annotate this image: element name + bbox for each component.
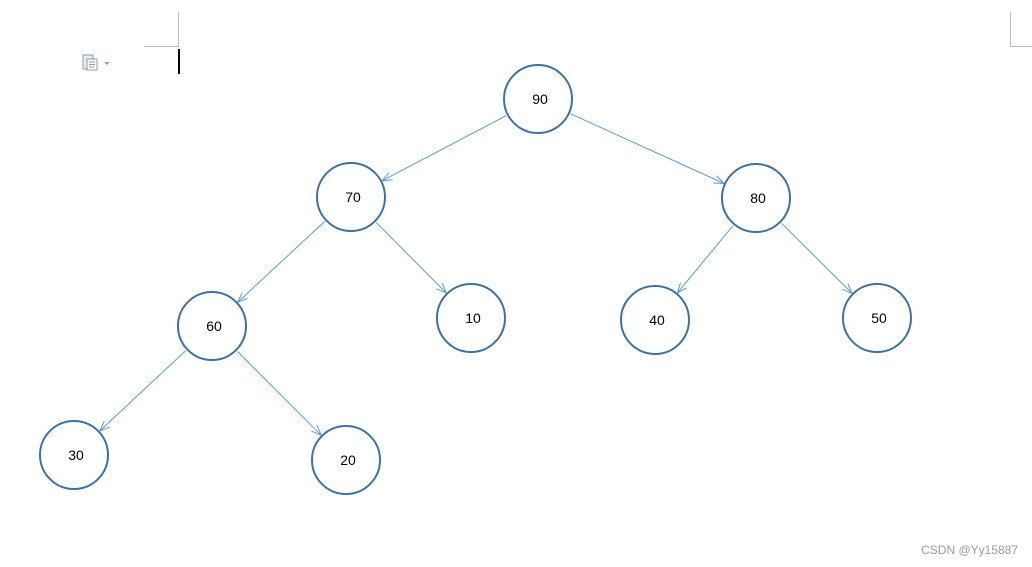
tree-edge-n80-n50: [781, 222, 853, 293]
page-corner-mark-right: [1010, 12, 1032, 47]
tree-edge-n70-n60: [238, 221, 325, 303]
paste-options-button[interactable]: [82, 52, 116, 72]
watermark: CSDN @Yy15887: [921, 543, 1018, 557]
tree-node-label: 90: [532, 91, 548, 107]
text-cursor: [178, 49, 180, 74]
tree-node-label: 70: [345, 189, 361, 205]
tree-node-circle: [436, 283, 506, 353]
caret-down-icon: [104, 61, 110, 65]
tree-node-40: 40: [620, 285, 690, 355]
tree-node-label: 80: [750, 190, 766, 206]
tree-edges: [100, 113, 853, 436]
tree-edge-n90-n80: [570, 113, 724, 184]
tree-node-label: 20: [340, 452, 356, 468]
tree-edge-n90-n70: [382, 115, 507, 181]
tree-node-circle: [842, 283, 912, 353]
tree-node-label: 10: [465, 310, 481, 326]
tree-node-circle: [177, 291, 247, 361]
tree-edge-n70-n10: [375, 222, 446, 294]
tree-node-50: 50: [842, 283, 912, 353]
tree-node-circle: [503, 64, 573, 134]
tree-node-70: 70: [316, 162, 386, 232]
tree-node-label: 40: [649, 312, 665, 328]
tree-nodes: 90 70 80 60 10 40 50 30 20: [39, 64, 912, 495]
tree-node-circle: [311, 425, 381, 495]
tree-node-10: 10: [436, 283, 506, 353]
tree-node-label: 60: [206, 318, 222, 334]
tree-edge-n60-n20: [237, 351, 322, 436]
tree-node-circle: [721, 163, 791, 233]
tree-node-80: 80: [721, 163, 791, 233]
tree-node-20: 20: [311, 425, 381, 495]
page-corner-mark-left: [144, 12, 179, 47]
tree-edge-n80-n40: [677, 225, 734, 293]
tree-node-circle: [39, 420, 109, 490]
tree-node-circle: [316, 162, 386, 232]
tree-node-90: 90: [503, 64, 573, 134]
clipboard-paste-icon: [82, 54, 98, 71]
tree-node-label: 50: [871, 310, 887, 326]
tree-node-60: 60: [177, 291, 247, 361]
tree-node-circle: [620, 285, 690, 355]
tree-node-label: 30: [68, 447, 84, 463]
tree-edge-n60-n30: [100, 350, 187, 432]
tree-node-30: 30: [39, 420, 109, 490]
